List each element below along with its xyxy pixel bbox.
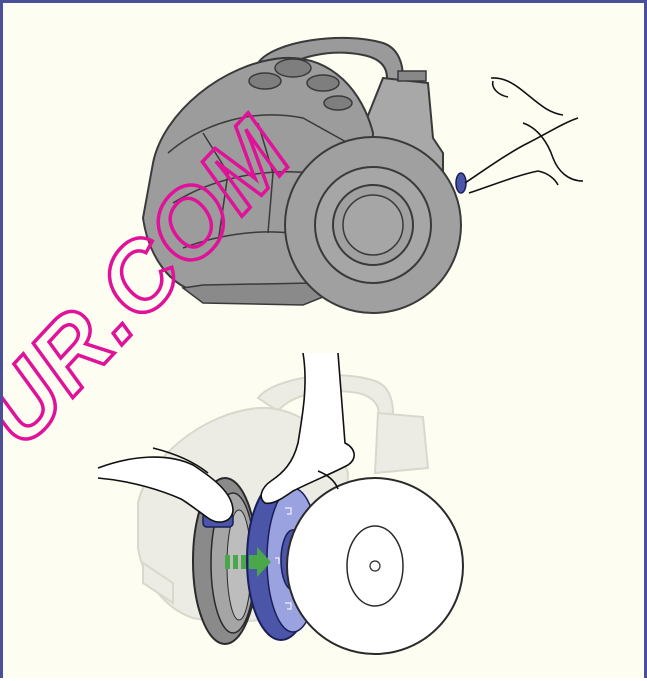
wheel-cover (286, 477, 464, 655)
cyclone-cones (248, 58, 353, 111)
release-button (455, 172, 467, 194)
hand-pressing-icon (464, 77, 584, 194)
vacuum-vent (397, 70, 427, 82)
illustration-canvas: UR.COM (3, 36, 584, 655)
vacuum-illustration-top (141, 36, 467, 314)
hands-holding-icon (97, 352, 355, 523)
insert-arrow-icon (225, 547, 271, 577)
vacuum-wheel (284, 136, 462, 314)
